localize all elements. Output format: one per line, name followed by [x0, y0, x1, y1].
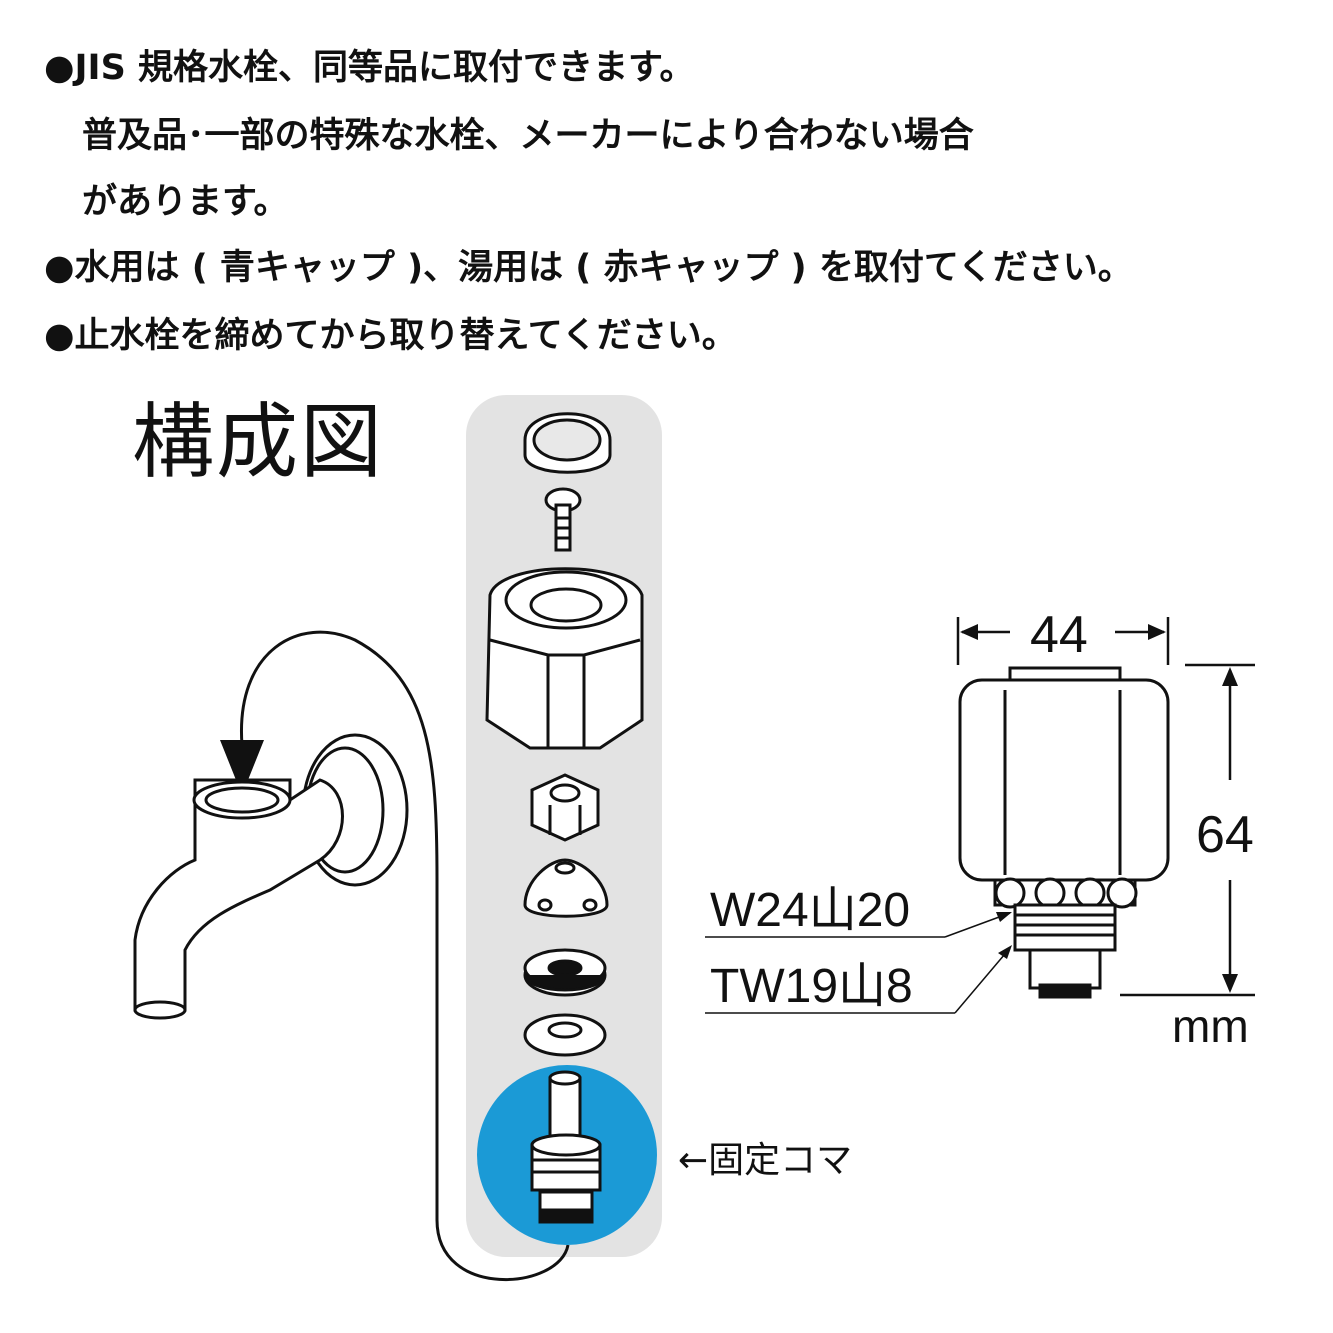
note-jis-compatible: ●JIS 規格水栓、同等品に取付できます。 — [44, 48, 695, 88]
width-dimension — [956, 617, 1170, 665]
note-exceptions: 普及品･一部の特殊な水栓、メーカーにより合わない場合 — [82, 116, 974, 156]
diagram-title: 構成図 — [132, 395, 385, 490]
cone-part — [523, 858, 609, 918]
note-close-valve: ●止水栓を締めてから取り替えてください。 — [44, 316, 737, 356]
screw-part — [544, 487, 582, 552]
fixed-koma-callout: ←固定コマ — [678, 1140, 852, 1181]
hex-nut-part — [530, 773, 600, 842]
fixed-koma-spindle — [530, 1070, 602, 1224]
cap-part — [523, 412, 612, 474]
note-cap-colors: ●水用は ( 青キャップ )、湯用は ( 赤キャップ ) を取付てください。 — [44, 248, 1133, 288]
note-exceptions-cont: があります。 — [82, 182, 289, 222]
handle-part — [485, 567, 644, 750]
assembled-unit-illustration — [958, 666, 1170, 999]
thread-spec-w24: W24山20 — [710, 884, 910, 937]
height-dimension — [1120, 663, 1255, 997]
insert-arrow-head — [220, 740, 264, 795]
black-washer-part — [523, 948, 607, 997]
faucet-illustration — [133, 733, 409, 1020]
white-washer-part — [523, 1013, 607, 1057]
thread-spec-tw19: TW19山8 — [710, 960, 913, 1013]
width-value: 44 — [1030, 606, 1088, 664]
unit-label: mm — [1172, 1000, 1249, 1052]
height-value: 64 — [1196, 806, 1254, 864]
assembly-guide-curve — [240, 630, 570, 1281]
thread-leaders — [705, 912, 1012, 1014]
